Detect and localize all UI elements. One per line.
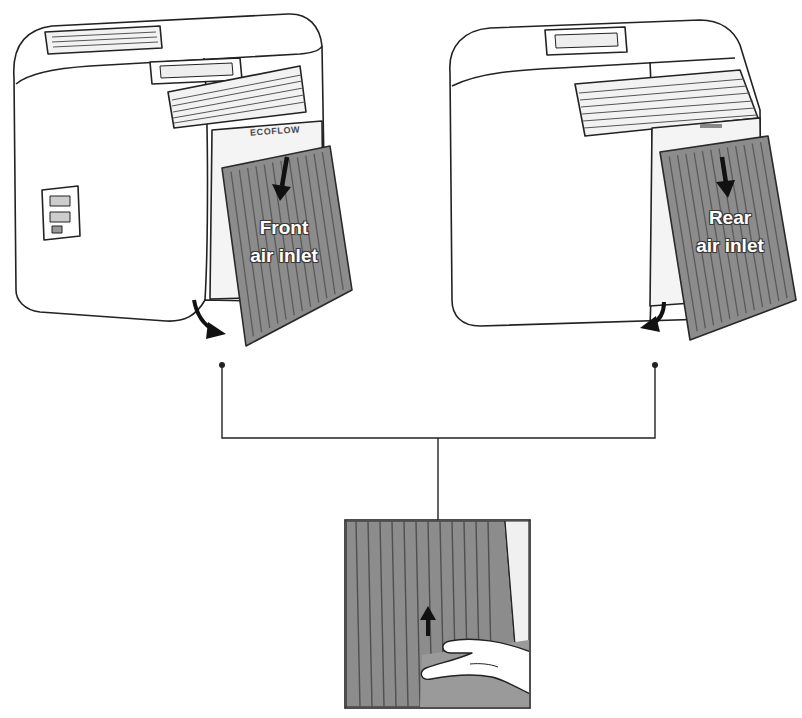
filter-rib (719, 149, 746, 314)
bracket-dot (652, 362, 658, 368)
filter-rib (727, 147, 754, 310)
filter-rib (231, 172, 253, 337)
inlet-name: Rear air inlet (682, 204, 778, 261)
filter-rib (314, 154, 335, 294)
push-arrow (272, 157, 291, 201)
filter-rib (306, 156, 327, 299)
filter-rib (752, 143, 779, 301)
filter-rib (322, 152, 343, 290)
filter-rib (669, 156, 697, 331)
detail-inset (345, 520, 531, 708)
bracket-lines (222, 365, 655, 520)
filter-outline (222, 146, 352, 346)
filter-rib (264, 164, 286, 319)
filter-rib (711, 150, 738, 316)
inlet-name: Front air inlet (236, 214, 332, 271)
push-arrow (716, 157, 735, 198)
tilt-arrow (194, 300, 226, 339)
filter-cover: Front air inlet (212, 138, 360, 352)
filter-rib (761, 142, 787, 298)
tilt-arrow (640, 302, 664, 332)
filter-outline (660, 136, 796, 340)
filter-rib (256, 166, 278, 323)
filter-label: Front air inlet (236, 214, 332, 271)
filter-rib (273, 163, 295, 316)
filter-cover: Rear air inlet (650, 128, 798, 346)
filter-label: Rear air inlet (682, 204, 778, 261)
bracket-dot (219, 362, 225, 368)
